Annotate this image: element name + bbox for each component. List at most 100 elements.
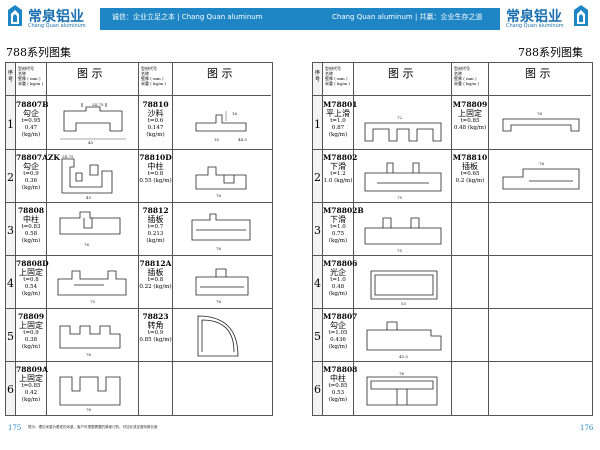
brand-name-en: Chang Quan aluminum [28,23,86,29]
svg-text:76: 76 [216,299,222,304]
profile-drawing: 76 [366,371,438,406]
profile-drawing [197,315,239,357]
svg-text:76: 76 [86,352,92,357]
row-number: 1 [7,118,14,131]
svg-text:76: 76 [216,193,222,198]
svg-text:76: 76 [539,161,545,166]
profile-drawing: 53 [370,270,438,306]
row-number: 3 [7,224,14,237]
profile-drawing: 76 [59,325,121,357]
figure-header: 图 示 [525,67,551,80]
header-bar [300,8,500,30]
page-number: 175 [8,424,22,432]
row-number: 6 [7,383,14,396]
row-number: 5 [7,330,14,343]
svg-text:24.75: 24.75 [92,102,104,107]
profile-drawing: 76 [195,268,249,304]
header-slogan: 诚信：企业立足之本 | Chang Quan aluminum [112,13,263,21]
row-number: 4 [314,277,321,290]
logo-mark-icon [8,5,22,26]
profile-drawing: 75 [364,162,442,200]
svg-text:35: 35 [214,137,220,142]
row-number: 2 [314,171,321,184]
profile-drawing: 76 [502,111,580,132]
svg-text:75: 75 [90,299,96,304]
svg-text:76: 76 [84,242,90,247]
svg-text:76: 76 [216,246,222,251]
brand-name-en: Chang Quan aluminum [506,23,564,29]
svg-text:45: 45 [88,140,94,145]
svg-text:76: 76 [537,111,543,116]
profile-drawing: 45 24.75 [61,154,113,200]
row-number: 4 [7,277,14,290]
svg-text:75: 75 [397,248,403,253]
page-number: 176 [580,424,594,432]
brand-name: 常泉铝业 [28,9,84,25]
row-number: 2 [7,171,14,184]
figure-header: 图 示 [207,67,233,80]
profile-drawing: 75 [364,217,442,253]
profile-drawing: 75 [57,270,127,304]
row-number: 3 [314,224,321,237]
svg-text:45.5: 45.5 [399,354,408,359]
row-number: 1 [314,118,321,131]
profile-table: 序号 型材代号名称壁厚 ( mm )米重 ( kg/m ) 图 示 型材代号名称… [312,62,593,416]
svg-text:24.75: 24.75 [62,154,74,159]
profile-drawing: 76 [502,161,580,190]
brand-name: 常泉铝业 [506,9,562,25]
spec-header: 型材代号名称壁厚 ( mm )米重 ( kg/m ) [323,63,353,96]
header-slogan: Chang Quan aluminum | 共赢：企业生存之道 [332,13,483,21]
spec-header: 型材代号名称壁厚 ( mm )米重 ( kg/m ) [139,63,172,96]
series-title: 788系列图集 [518,46,583,59]
profile-drawing: 45 24.75 [60,102,126,145]
profile-drawing: 76 [59,211,121,247]
svg-text:76: 76 [86,407,92,412]
spec-header: 型材代号名称壁厚 ( mm )米重 ( kg/m ) [452,63,488,96]
row-number: 5 [314,330,321,343]
spec-header: 型材代号名称壁厚 ( mm )米重 ( kg/m ) [16,63,46,96]
svg-text:75: 75 [397,195,403,200]
header-bar [100,8,300,30]
profile-drawing: 72 [364,115,442,142]
profile-drawing: 35 44.5 16 [195,111,247,142]
index-header: 序号 [313,63,322,96]
svg-text:44.5: 44.5 [238,137,247,142]
svg-text:53: 53 [401,301,407,306]
figure-header: 图 示 [388,67,414,80]
index-header: 序号 [6,63,15,96]
svg-text:45: 45 [86,195,92,200]
footnote: 提示：理论米重为基准的米重，客户可根据需要的厚度订购，可加长或定做特殊长度 [28,425,158,429]
right-page: Chang Quan aluminum | 共赢：企业生存之道 常泉铝业 Cha… [300,0,600,450]
profile-drawing: 76 [191,213,251,251]
profile-table: 序号 型材代号名称壁厚 ( mm )米重 ( kg/m ) 图 示 型材代号名称… [5,62,273,416]
row-number: 6 [314,383,321,396]
figure-header: 图 示 [77,67,103,80]
profile-drawing: 76 [195,166,247,198]
profile-drawing: 45.5 [366,321,442,359]
svg-text:72: 72 [397,115,403,120]
profile-drawing: 76 [59,376,121,412]
svg-text:16: 16 [232,111,238,116]
left-page: 常泉铝业 Chang Quan aluminum 诚信：企业立足之本 | Cha… [5,5,300,432]
series-title: 788系列图集 [6,46,71,59]
svg-text:76: 76 [399,371,405,376]
